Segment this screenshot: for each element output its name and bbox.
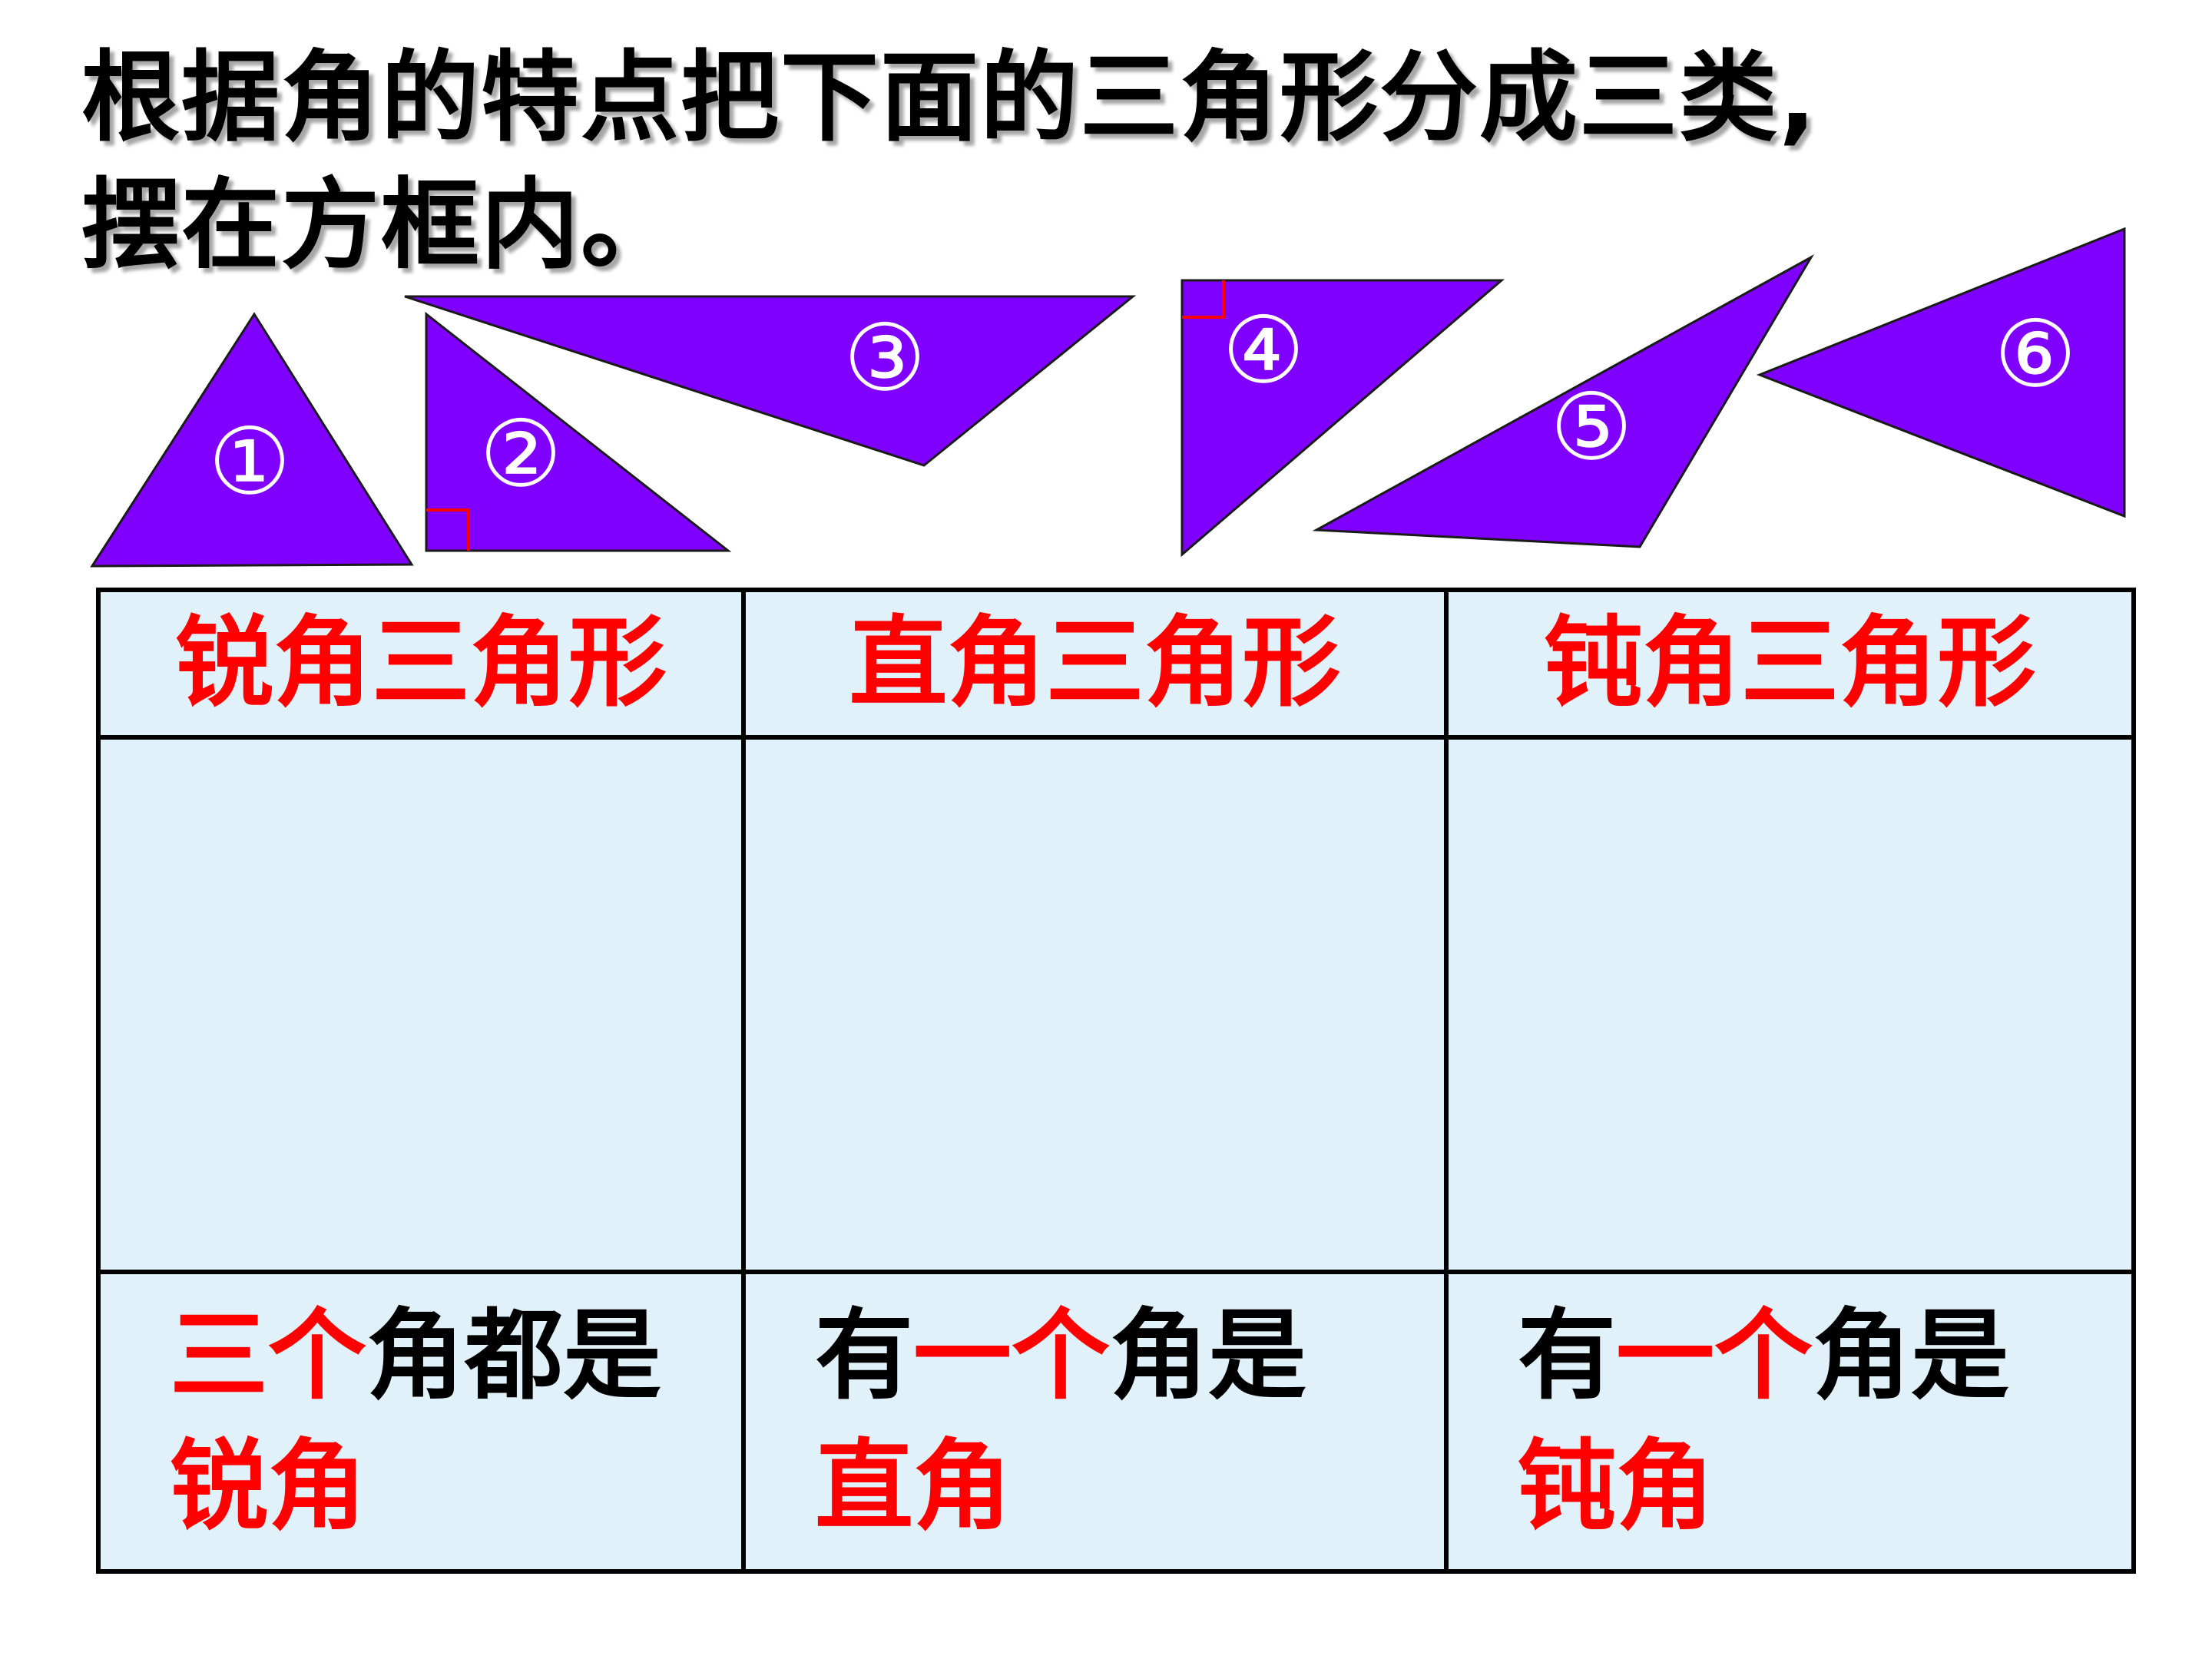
- description-acute-text: 角都是: [366, 1299, 662, 1413]
- description-obtuse-prefix: 有: [1518, 1299, 1617, 1413]
- triangle-3[interactable]: ③: [404, 295, 1137, 467]
- description-right-angle: 直角: [815, 1429, 1012, 1544]
- triangle-5[interactable]: ⑤: [1312, 254, 1815, 548]
- triangle-3-label: ③: [843, 306, 926, 412]
- description-obtuse: 有一个角是 钝角: [1444, 1270, 2136, 1574]
- instruction-line-2: 摆在方框内。: [81, 168, 681, 283]
- description-right-count: 一个: [913, 1299, 1111, 1413]
- description-right: 有一个角是 直角: [741, 1270, 1449, 1574]
- description-right-prefix: 有: [815, 1299, 914, 1413]
- triangle-set: ① ② ③ ④ ⑤ ⑥: [90, 227, 2126, 568]
- triangle-1[interactable]: ①: [90, 312, 414, 568]
- triangle-2-label: ②: [479, 402, 562, 508]
- description-row: 三个角都是 锐角 有一个角是 直角 有一个角是 钝角: [96, 1270, 2136, 1574]
- description-obtuse-count: 一个: [1616, 1299, 1813, 1413]
- description-acute-count: 三个: [170, 1299, 367, 1413]
- description-obtuse-text: 角是: [1813, 1299, 2010, 1413]
- header-right-triangle: 直角三角形: [741, 588, 1449, 740]
- triangle-2[interactable]: ②: [425, 311, 732, 552]
- drop-zone-obtuse[interactable]: [1444, 735, 2136, 1274]
- drop-zone-row: [96, 735, 2136, 1274]
- instruction-line-1: 根据角的特点把下面的三角形分成三类,: [81, 41, 1818, 155]
- header-obtuse-triangle: 钝角三角形: [1444, 588, 2136, 740]
- header-row: 锐角三角形 直角三角形 钝角三角形: [96, 588, 2136, 740]
- right-angle-mark-icon: [426, 508, 470, 551]
- triangle-5-label: ⑤: [1550, 375, 1633, 482]
- classification-table: 锐角三角形 直角三角形 钝角三角形 三个角都是 锐角 有一个角是 直角 有一个角…: [96, 588, 2136, 1574]
- header-acute-triangle: 锐角三角形: [96, 588, 746, 740]
- triangle-4-label: ④: [1222, 298, 1305, 405]
- right-angle-mark-icon: [1182, 280, 1225, 319]
- triangle-6-label: ⑥: [1994, 302, 2077, 409]
- description-obtuse-angle: 钝角: [1518, 1429, 1715, 1544]
- description-acute: 三个角都是 锐角: [96, 1270, 746, 1574]
- drop-zone-right[interactable]: [741, 735, 1449, 1274]
- drop-zone-acute[interactable]: [96, 735, 746, 1274]
- description-right-text: 角是: [1110, 1299, 1307, 1413]
- triangle-4[interactable]: ④: [1181, 279, 1505, 558]
- triangle-6[interactable]: ⑥: [1756, 227, 2126, 518]
- description-acute-angle: 锐角: [170, 1429, 367, 1544]
- triangle-1-label: ①: [208, 409, 291, 516]
